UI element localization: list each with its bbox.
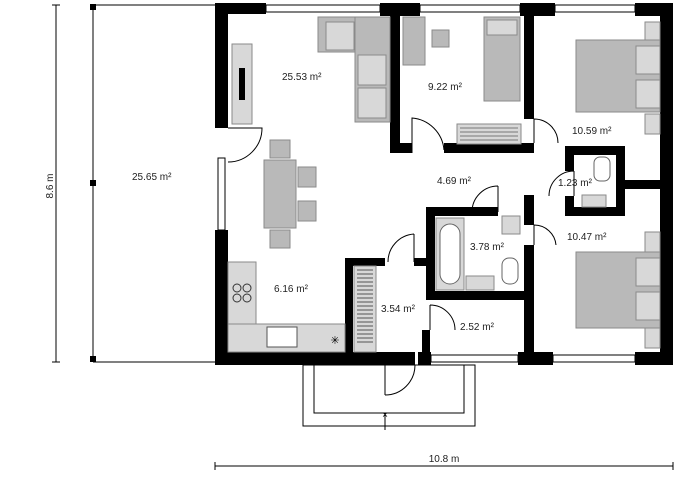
hall-area: 4.69 m² [437,176,472,187]
bathroom-fixtures [435,215,521,291]
wc-fixtures [581,156,611,208]
height-dimension: 8.6 m [45,4,60,363]
terrace [90,4,215,363]
study-furniture [402,16,522,145]
svg-text:✳: ✳ [330,335,339,347]
kitchen-counter: ✳ [227,261,346,353]
svg-text:×: × [382,410,388,421]
closet-area: 3.54 m² [381,304,416,315]
entrance-porch: × [302,364,476,430]
interior-walls [345,3,663,355]
height-dimension-label: 8.6 m [45,173,56,198]
terrace-area: 25.65 m² [132,172,172,183]
width-dimension: 10.8 m [214,454,674,470]
wc-area: 1.23 m² [558,178,593,189]
tv-unit [231,43,253,125]
bedroom-top-area: 10.59 m² [572,126,612,137]
bedroom-bottom-area: 10.47 m² [567,232,607,243]
bathroom-area: 3.78 m² [470,242,505,253]
windows [217,4,636,363]
dining-table [263,139,317,249]
entrance-area: 2.52 m² [460,322,495,333]
kitchen-area: 6.16 m² [274,284,309,295]
study-area: 9.22 m² [428,82,463,93]
sofa [317,16,391,123]
bed-bottom [575,231,661,349]
doors [227,117,575,396]
living-room-area: 25.53 m² [282,72,322,83]
closet-shelves [353,265,377,353]
bed-top [575,21,661,135]
width-dimension-label: 10.8 m [429,454,460,465]
